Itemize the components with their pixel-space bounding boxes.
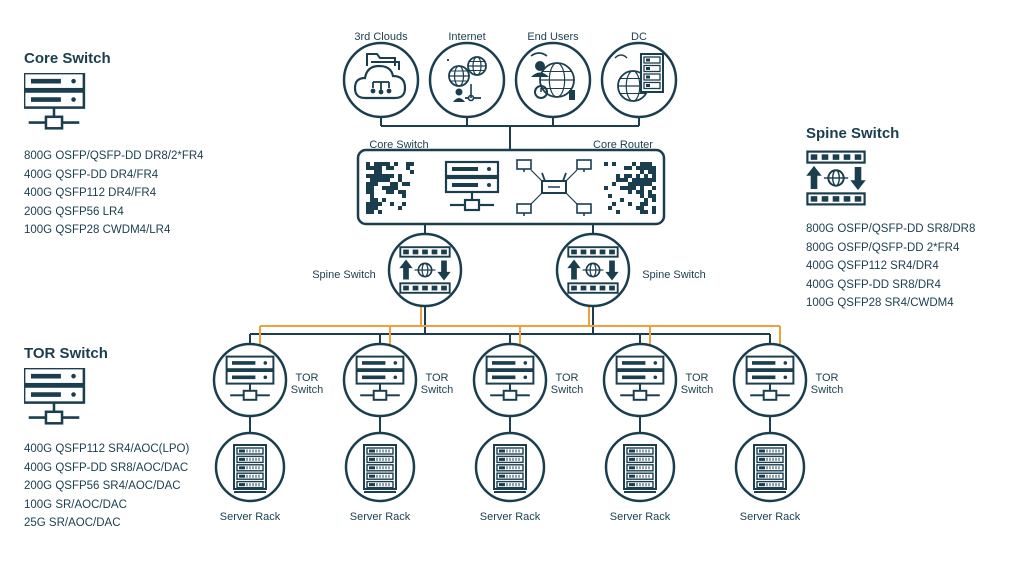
tor-switch-module-item: 200G QSFP56 SR4/AOC/DAC xyxy=(24,480,181,492)
tor-switch-server-icon xyxy=(24,368,86,425)
tor-switch-module-item: 25G SR/AOC/DAC xyxy=(24,517,121,529)
cloud-folder-icon xyxy=(353,53,407,100)
tor-switch-icon xyxy=(745,355,795,401)
tor-switch-icon xyxy=(485,355,535,401)
server-rack-node-1 xyxy=(214,431,286,503)
tor-switch-node-4 xyxy=(602,342,678,418)
spine-switch-label: Spine Switch xyxy=(642,269,706,281)
core-switch-module-list: 800G OSFP/QSFP-DD DR8/2*FR4 400G QSFP-DD… xyxy=(24,147,204,240)
core-switch-panel-title: Core Switch xyxy=(24,50,111,67)
core-switch-module-item: 100G QSFP28 CWDM4/LR4 xyxy=(24,224,171,236)
tor-switch-module-list: 400G QSFP112 SR4/AOC(LPO) 400G QSFP-DD S… xyxy=(24,440,189,533)
spine-switch-node-2 xyxy=(555,232,631,308)
cloud-label: DC xyxy=(631,31,647,43)
tor-switch-module-item: 400G QSFP112 SR4/AOC(LPO) xyxy=(24,443,190,455)
orange-uplink-bus xyxy=(259,304,781,346)
core-switch-module-item: 400G QSFP-DD DR4/FR4 xyxy=(24,168,159,181)
cloud-node-1 xyxy=(342,41,420,119)
core-router-icon xyxy=(516,159,592,216)
tor-switch-panel-icon xyxy=(24,368,86,425)
server-rack-icon xyxy=(753,444,787,493)
core-switch-panel-icon xyxy=(24,73,86,130)
server-rack-label: Server Rack xyxy=(350,511,411,523)
navy-uplink-bus xyxy=(249,306,771,344)
cloud-label: Internet xyxy=(448,31,485,43)
spine-switch-module-item: 400G QSFP112 SR4/DR4 xyxy=(806,260,939,272)
core-switch-server-icon xyxy=(24,73,86,130)
tor-switch-icon xyxy=(355,355,405,401)
tor-switch-node-3 xyxy=(472,342,548,418)
spine-switch-panel-icon xyxy=(806,150,866,206)
internet-globe-icon xyxy=(447,56,487,102)
spine-switch-icon xyxy=(399,246,451,294)
spine-switch-module-item: 800G OSFP/QSFP-DD 2*FR4 xyxy=(806,241,960,254)
core-dither-right xyxy=(604,162,656,214)
server-rack-node-4 xyxy=(604,431,676,503)
core-block xyxy=(356,148,666,226)
spine-switch-module-item: 100G QSFP28 SR4/CWDM4 xyxy=(806,297,954,309)
tor-switch-panel: TOR Switch 400G QSFP112 SR4/AOC(LPO) 400… xyxy=(24,345,189,533)
server-rack-node-2 xyxy=(344,431,416,503)
core-switch-label: Core Switch xyxy=(369,139,428,151)
spine-switch-module-list: 800G OSFP/QSFP-DD SR8/DR8 800G OSFP/QSFP… xyxy=(806,220,975,313)
server-rack-label: Server Rack xyxy=(220,511,281,523)
tor-switch-node-5 xyxy=(732,342,808,418)
core-dither-left xyxy=(366,162,414,214)
server-rack-icon xyxy=(493,444,527,493)
server-rack-label: Server Rack xyxy=(610,511,671,523)
tor-switch-node-2 xyxy=(342,342,418,418)
server-rack-icon xyxy=(233,444,267,493)
server-rack-label: Server Rack xyxy=(480,511,541,523)
cloud-label: End Users xyxy=(527,31,579,43)
core-switch-panel: Core Switch 800G OSFP/QSFP-DD DR8/2*FR4 … xyxy=(24,50,204,240)
tor-switch-icon xyxy=(225,355,275,401)
cloud-node-4 xyxy=(600,41,678,119)
spine-switch-node-1 xyxy=(387,232,463,308)
core-switch-module-item: 400G QSFP112 DR4/FR4 xyxy=(24,187,157,199)
core-router-label: Core Router xyxy=(593,139,653,151)
tor-switch-panel-title: TOR Switch xyxy=(24,345,108,362)
cloud-connector-lines xyxy=(380,117,640,127)
spine-switch-panel: Spine Switch 800G OSFP/QSFP-DD SR8/DR8 8… xyxy=(806,125,975,313)
tor-switch-module-item: 400G QSFP-DD SR8/AOC/DAC xyxy=(24,461,189,474)
spine-switch-label: Spine Switch xyxy=(312,269,376,281)
core-switch-module-item: 200G QSFP56 LR4 xyxy=(24,205,124,218)
cloud-node-3 xyxy=(514,41,592,119)
cloud-label: 3rd Clouds xyxy=(354,31,408,43)
cloud-node-2 xyxy=(428,41,506,119)
spine-switch-module-item: 400G QSFP-DD SR8/DR4 xyxy=(806,278,941,291)
server-rack-node-3 xyxy=(474,431,546,503)
data-center-icon xyxy=(614,53,664,102)
server-rack-label: Server Rack xyxy=(740,511,801,523)
server-rack-icon xyxy=(623,444,657,493)
spine-switch-module-item: 800G OSFP/QSFP-DD SR8/DR8 xyxy=(806,223,976,235)
tor-switch-node-1 xyxy=(212,342,288,418)
core-switch-module-item: 800G OSFP/QSFP-DD DR8/2*FR4 xyxy=(24,150,204,162)
server-rack-icon xyxy=(363,444,397,493)
spine-switch-panel-title: Spine Switch xyxy=(806,125,900,142)
spine-switch-arrows-icon xyxy=(806,150,866,206)
server-rack-node-5 xyxy=(734,431,806,503)
tor-switch-module-item: 100G SR/AOC/DAC xyxy=(24,498,127,511)
tor-switch-icon xyxy=(615,355,665,401)
end-users-globe-icon xyxy=(530,52,575,100)
core-switch-icon xyxy=(444,160,500,212)
spine-switch-icon xyxy=(567,246,619,294)
